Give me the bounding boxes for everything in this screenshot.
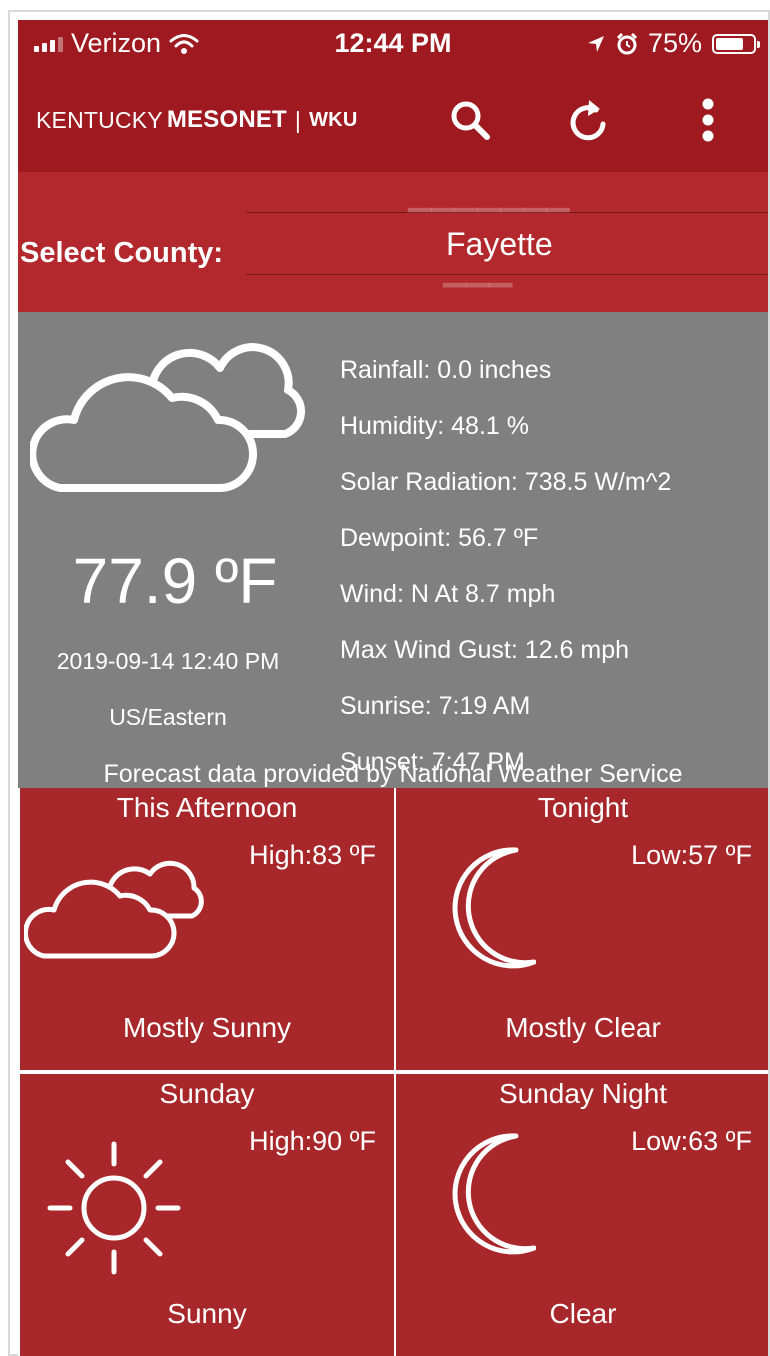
observation-timezone: US/Eastern [109,704,227,730]
detail-solar-radiation: Solar Radiation: 738.5 W/m^2 [340,468,672,496]
forecast-period: This Afternoon [116,792,298,823]
refresh-button[interactable] [558,90,618,150]
detail-dewpoint: Dewpoint: 56.7 ºF [340,524,539,552]
forecast-card[interactable]: This Afternoon High:83 ºF Mostly Sunny [20,788,394,1070]
forecast-temperature: High:90 ºF [249,1126,376,1156]
forecast-condition: Mostly Clear [505,1012,661,1043]
refresh-icon [570,100,606,141]
detail-sunset: Sunset: 7:47 PM [340,748,525,776]
forecast-period: Tonight [537,792,629,823]
detail-max-wind-gust: Max Wind Gust: 12.6 mph [340,636,630,664]
forecast-condition: Clear [549,1298,617,1329]
forecast-period: Sunday [159,1078,255,1109]
moon-icon [452,1133,536,1255]
detail-humidity: Humidity: 48.1 % [340,412,529,440]
picker-divider-bottom [246,274,768,275]
forecast-condition: Mostly Sunny [122,1012,292,1043]
sun-icon [47,1141,181,1275]
forecast-temperature: Low:57 ºF [631,840,752,870]
picker-divider-top [246,212,768,213]
county-label: Select County: [20,237,224,269]
forecast-condition: Sunny [167,1298,247,1329]
logo-wku: WKU [309,108,358,131]
location-arrow-icon [587,35,604,52]
forecast-card[interactable]: Sunday Night Low:63 ºF Clear [396,1074,768,1356]
forecast-grid: This Afternoon High:83 ºF Mostly Sunny T… [18,788,768,1356]
county-picker[interactable]: ▁▁▁▁▁▁▁ Select County: Fayette ▔▔▔ [18,172,768,318]
detail-wind: Wind: N At 8.7 mph [340,580,556,608]
forecast-credit: Forecast data provided by National Weath… [103,760,683,788]
logo-mesonet: MESONET [166,106,287,133]
forecast-temperature: High:83 ºF [249,840,376,870]
battery-icon [712,33,760,54]
forecast-card[interactable]: Sunday High:90 ºF Sunny [20,1074,394,1356]
current-conditions: 77.9 ºF 2019-09-14 12:40 PM US/Eastern R… [18,312,768,788]
carrier-label: Verizon [71,28,162,58]
wifi-icon [169,33,199,54]
status-bar: Verizon 12:44 PM 75% [18,20,768,68]
signal-icon [34,36,63,52]
detail-rainfall: Rainfall: 0.0 inches [340,356,552,384]
current-temperature: 77.9 ºF [72,545,278,617]
forecast-period: Sunday Night [498,1078,668,1109]
partly-cloudy-icon [30,343,305,492]
forecast-temperature: Low:63 ºF [631,1126,752,1156]
moon-icon [452,847,536,969]
app-header: KENTUCKY MESONET | WKU [18,68,768,172]
search-button[interactable] [440,90,500,150]
kentucky-mesonet-logo: KENTUCKY MESONET | WKU [36,106,357,134]
detail-sunrise: Sunrise: 7:19 AM [340,692,531,720]
more-options-button[interactable] [678,90,738,150]
forecast-card[interactable]: Tonight Low:57 ºF Mostly Clear [396,788,768,1070]
app-screen: Verizon 12:44 PM 75% KENTUCKY MESONE [18,20,768,1356]
observation-timestamp: 2019-09-14 12:40 PM [56,648,280,674]
battery-percent: 75% [647,28,702,58]
picker-prev-option: ▁▁▁▁▁▁▁ [408,179,570,212]
alarm-icon [616,32,638,54]
county-selected-value[interactable]: Fayette [446,226,553,262]
partly-cloudy-icon [24,860,204,959]
search-icon [451,101,490,140]
logo-kentucky: KENTUCKY [36,106,163,133]
more-vert-icon [702,98,714,142]
logo-separator: | [294,106,302,133]
